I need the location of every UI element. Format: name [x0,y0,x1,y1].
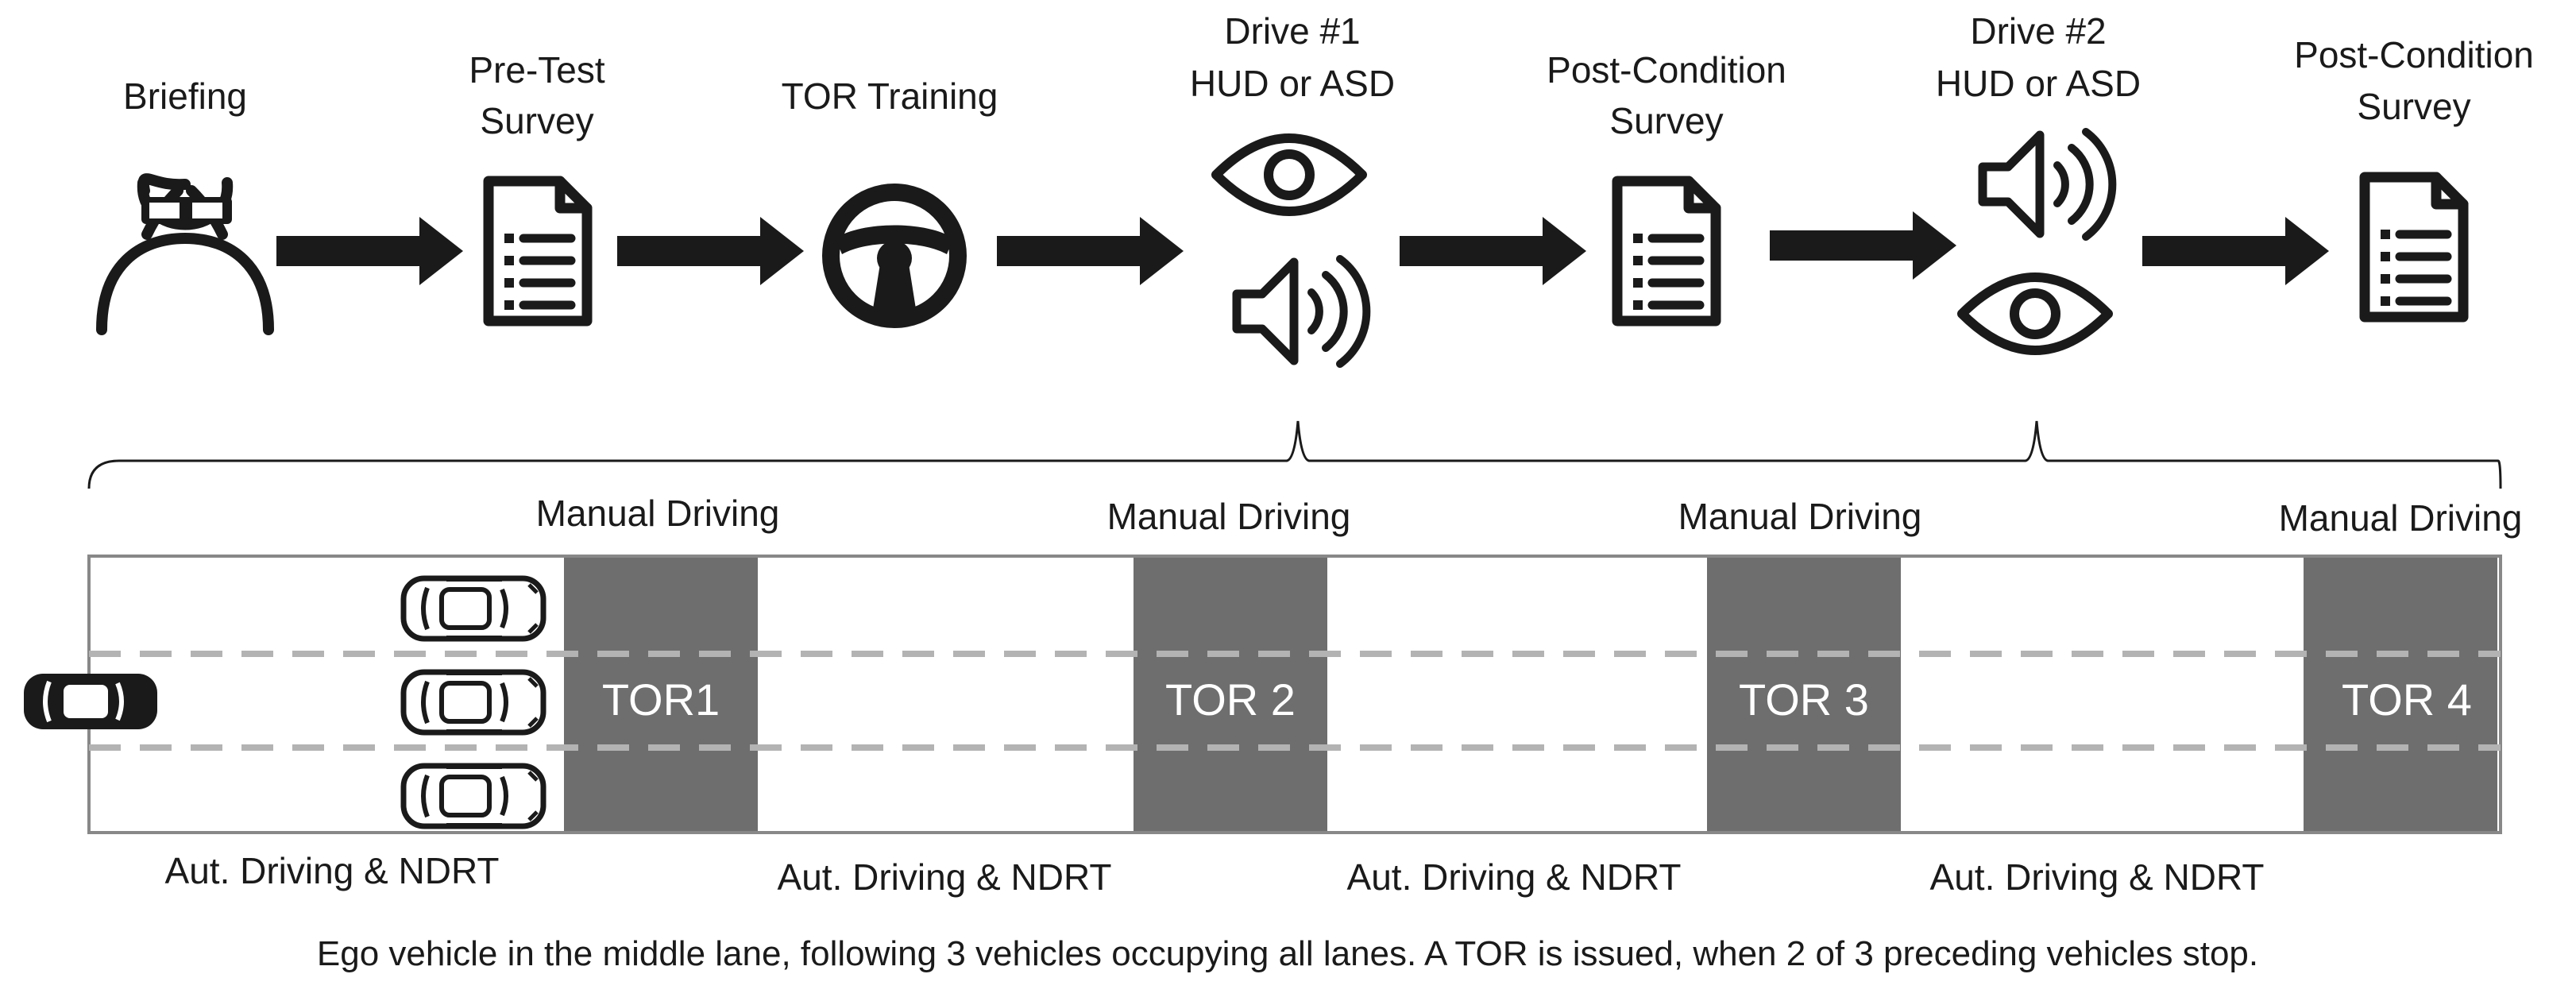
step-label-post2-line2: Survey [2357,86,2470,127]
preceding-vehicle-left-lane [404,578,543,639]
step-label-post1-line1: Post-Condition [1547,49,1786,91]
tor-zone-1 [564,558,758,831]
preceding-vehicle-right-lane [404,766,543,826]
manual-driving-label-2: Manual Driving [1107,496,1351,537]
document-icon [2365,177,2463,317]
steering-wheel-icon [822,184,967,328]
manual-driving-label-4: Manual Driving [2279,497,2523,539]
flow-arrow-5 [1770,211,1956,280]
step-label-drive1-line2: HUD or ASD [1190,63,1395,104]
step-label-pretest-line2: Survey [480,100,593,141]
tor-zone-4 [2304,558,2497,831]
manual-driving-label-3: Manual Driving [1678,496,1922,537]
ego-vehicle [24,674,157,729]
flow-arrow-2 [617,217,804,285]
figure-caption: Ego vehicle in the middle lane, followin… [317,934,2258,973]
document-icon [1617,181,1716,321]
flow-arrow-6 [2142,217,2329,285]
drive-span-brace [87,420,2502,489]
tor-label-2: TOR 2 [1165,674,1296,725]
automated-driving-label-2: Aut. Driving & NDRT [778,856,1112,898]
step-label-pretest-line1: Pre-Test [469,49,604,91]
manual-driving-label-1: Manual Driving [536,493,780,534]
step-label-tor-training: TOR Training [782,75,998,117]
flow-arrow-4 [1400,217,1586,285]
participant-with-glasses-icon [96,173,274,335]
document-icon [489,181,587,321]
step-label-post1-line2: Survey [1609,100,1723,141]
speaker-icon [1983,132,2112,237]
flow-arrow-1 [276,217,463,285]
preceding-vehicle-middle-lane [404,672,543,732]
step-label-briefing: Briefing [123,75,247,117]
step-label-drive2-line2: HUD or ASD [1936,63,2141,104]
tor-label-4: TOR 4 [2342,674,2472,725]
flow-arrow-3 [997,217,1184,285]
tor-zone-3 [1707,558,1901,831]
step-label-drive1-line1: Drive #1 [1224,10,1360,52]
automated-driving-label-1: Aut. Driving & NDRT [165,850,500,891]
eye-icon [1216,138,1362,211]
tor-label-1: TOR1 [602,674,720,725]
automated-driving-label-4: Aut. Driving & NDRT [1930,856,2265,898]
tor-label-3: TOR 3 [1739,674,1869,725]
tor-zone-2 [1134,558,1327,831]
step-label-post2-line1: Post-Condition [2294,34,2534,75]
automated-driving-label-3: Aut. Driving & NDRT [1347,856,1682,898]
eye-icon [1962,277,2108,350]
step-label-drive2-line1: Drive #2 [1970,10,2106,52]
speaker-icon [1237,259,1366,364]
